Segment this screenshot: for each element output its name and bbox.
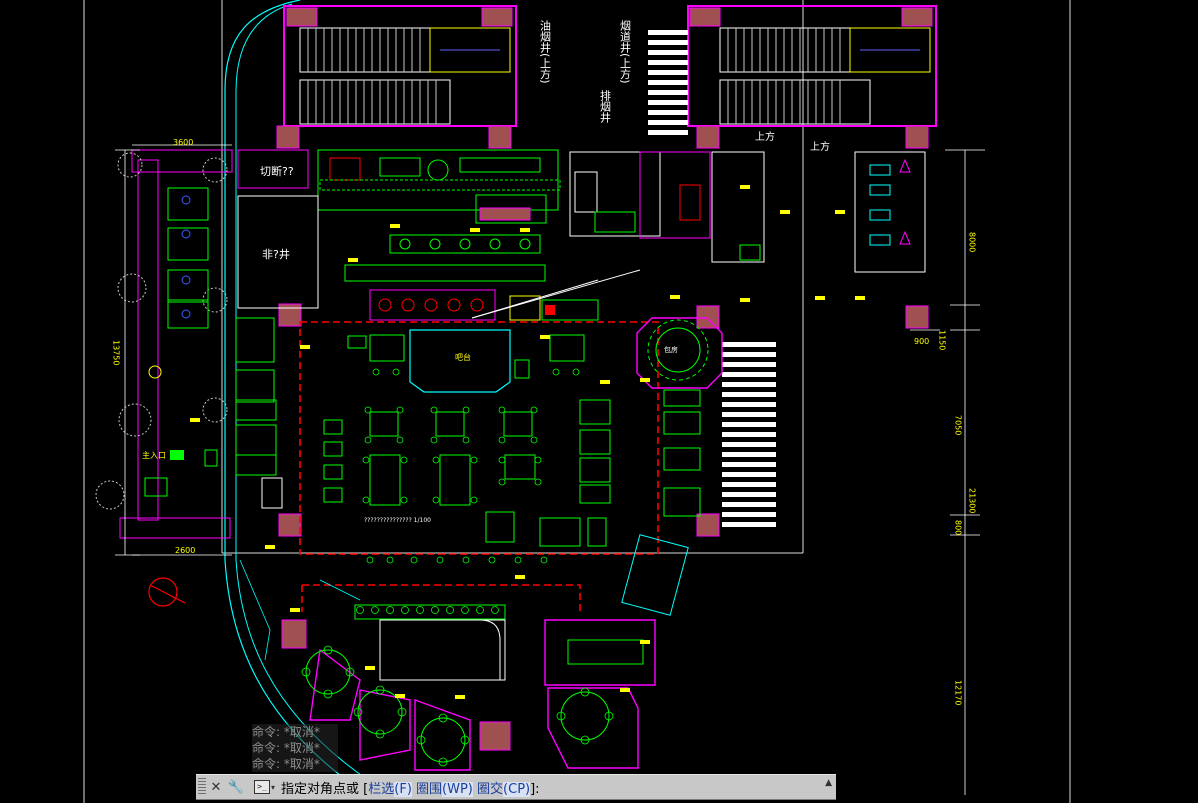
- option-fence[interactable]: 栏选(F): [368, 781, 412, 797]
- label-exhaust: 排烟井: [599, 89, 612, 124]
- dim-8000: 8000: [968, 232, 977, 252]
- dimension-chain-left: [115, 144, 232, 556]
- dim-900: 900: [914, 337, 929, 346]
- garden-strip: [95, 149, 233, 539]
- dim-12170: 12170: [954, 680, 963, 705]
- vent-grid-top: [648, 30, 688, 135]
- vip-room-top: [636, 317, 723, 389]
- main-dining-hall: 吧台: [299, 321, 659, 555]
- command-prompt-icon[interactable]: >_ ▾: [254, 780, 275, 794]
- prompt-text: 指定对角点或: [281, 781, 360, 797]
- label-elevator-upper: 上方: [810, 140, 830, 153]
- stair-block-right: [687, 5, 937, 127]
- command-history: 命令: *取消* 命令: *取消* 命令: *取消*: [252, 724, 338, 772]
- prompt-bracket-close: ]:: [530, 781, 540, 797]
- dining-chairs: [362, 368, 580, 564]
- dim-21300: 21300: [968, 488, 977, 513]
- command-line-bar[interactable]: ✕ 🔧 >_ ▾ 指定对角点或 [栏选(F) 圈围(WP) 圈交(CP)]: ▲: [196, 774, 836, 800]
- dim-1150: 1150: [938, 330, 947, 350]
- facade-detail-2: [319, 579, 361, 601]
- annotation-tags: [190, 185, 865, 699]
- terminal-icon: >_: [254, 780, 270, 794]
- plan-title: ??????????????? 1/100: [364, 517, 431, 524]
- kitchen-area: [317, 149, 926, 321]
- lower-chairs: [301, 606, 614, 767]
- prompt-bracket-open: [: [363, 781, 369, 797]
- history-line: 命令: *取消*: [252, 741, 320, 755]
- option-window-polygon[interactable]: 圈围(WP): [416, 781, 473, 797]
- dimension-chain-right: [910, 149, 985, 795]
- drag-handle[interactable]: [198, 778, 206, 796]
- section-marker: [148, 577, 186, 607]
- option-window-polygon-key: (WP): [442, 781, 473, 797]
- option-crossing-polygon-label: 圈交: [477, 781, 504, 797]
- curved-facade-inner: [235, 3, 369, 781]
- stair-block-left: [283, 5, 517, 127]
- option-crossing-polygon[interactable]: 圈交(CP): [477, 781, 531, 797]
- wrench-icon[interactable]: 🔧: [227, 779, 245, 795]
- dim-7050: 7050: [954, 415, 963, 435]
- label-upper: 上方: [755, 130, 775, 143]
- dim-2600: 2600: [175, 546, 195, 555]
- command-input[interactable]: 指定对角点或 [栏选(F) 圈围(WP) 圈交(CP)]:: [281, 778, 540, 797]
- option-crossing-polygon-key: (CP): [503, 781, 531, 797]
- label-cut-room: 切断??: [260, 164, 294, 178]
- label-vip-room: 包房: [664, 345, 678, 354]
- dim-800: 800: [954, 520, 963, 535]
- history-line: 命令: *取消*: [252, 757, 320, 771]
- structural-columns: [276, 125, 929, 751]
- label-smoke-shaft: 烟道井(上方): [619, 19, 632, 84]
- dim-3600: 3600: [173, 138, 193, 147]
- left-blocks: [235, 149, 319, 509]
- vent-grid-right: [722, 342, 776, 527]
- dining-tables: [323, 334, 701, 547]
- option-window-polygon-label: 圈围: [416, 781, 443, 797]
- history-scroll-up-icon[interactable]: ▲: [825, 778, 832, 788]
- dropdown-arrow-icon: ▾: [271, 782, 276, 792]
- label-oil-shaft: 油烟井(上方): [539, 19, 552, 84]
- close-icon[interactable]: ✕: [210, 779, 222, 795]
- option-fence-key: (F): [394, 781, 412, 797]
- dim-13750: 13750: [112, 340, 121, 365]
- option-fence-label: 栏选: [368, 781, 395, 797]
- label-shaft: 非?井: [262, 247, 290, 261]
- label-bar: 吧台: [455, 352, 471, 362]
- history-line: 命令: *取消*: [252, 725, 320, 739]
- facade-detail: [239, 559, 271, 661]
- label-main-entrance: 主入口: [142, 450, 166, 460]
